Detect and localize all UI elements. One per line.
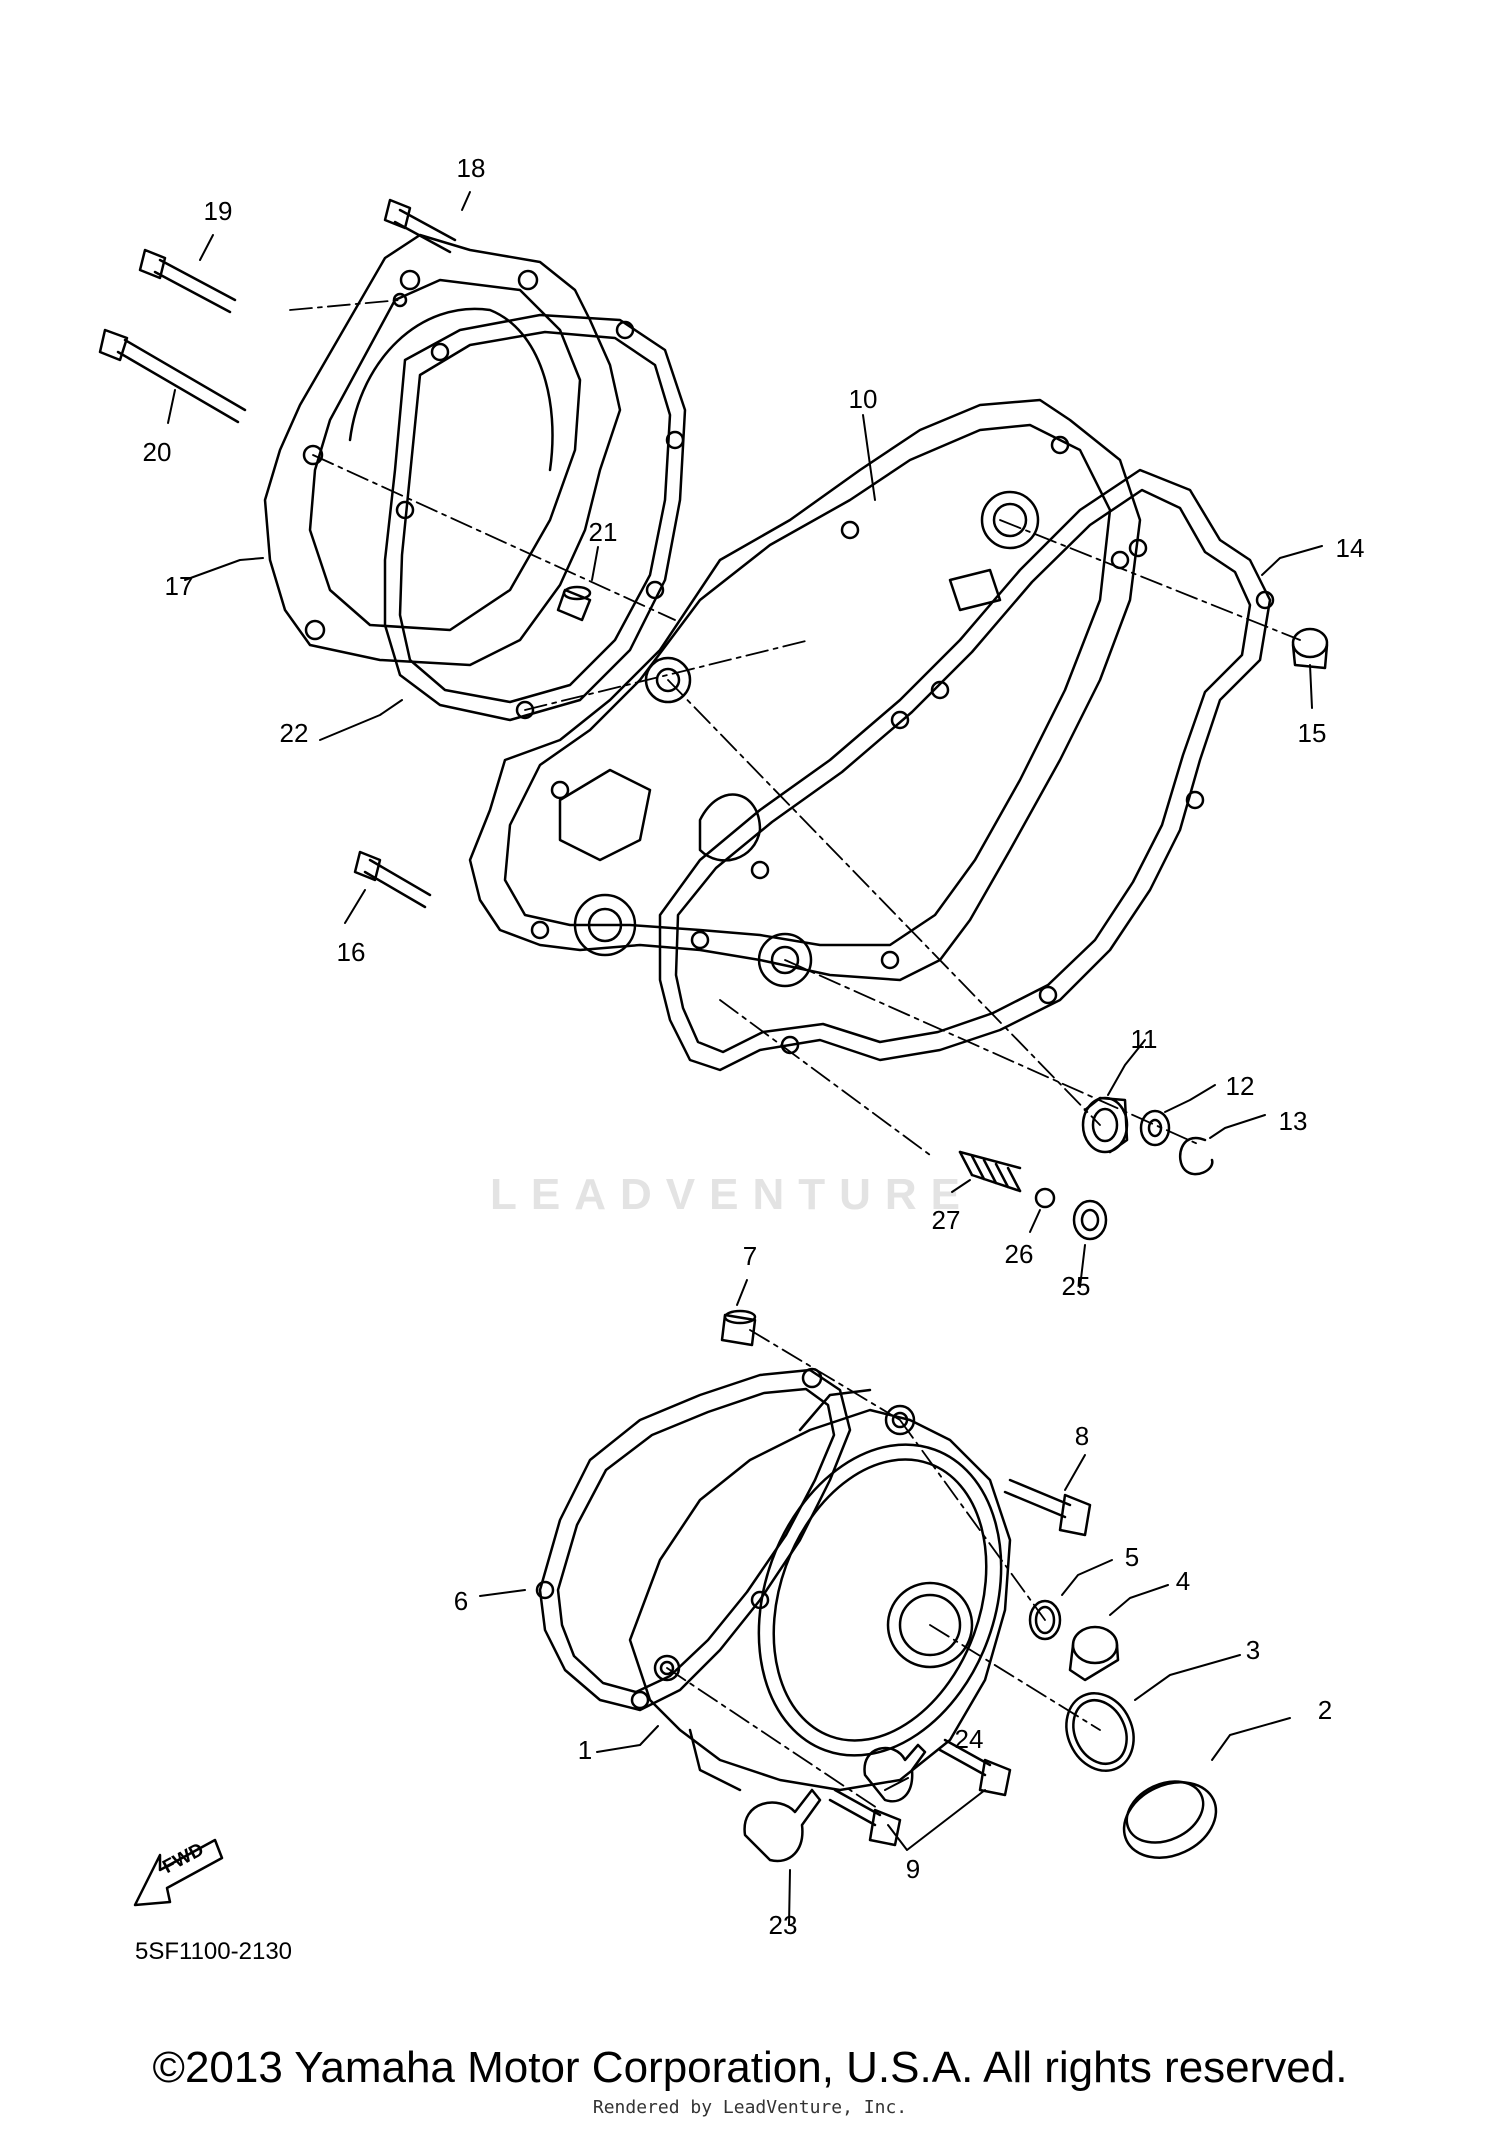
collar-25 xyxy=(1072,1199,1108,1241)
part-label-6: 6 xyxy=(453,1586,469,1616)
bolt-16 xyxy=(353,850,432,909)
part-label-9: 9 xyxy=(905,1854,921,1884)
part-label-1: 1 xyxy=(577,1735,593,1765)
fwd-arrow xyxy=(133,1838,224,1907)
bolt-18 xyxy=(383,198,457,254)
dowel-21 xyxy=(556,585,592,622)
clutch-cover-gasket-22 xyxy=(383,313,687,722)
bolts-9 xyxy=(828,1738,1012,1847)
part-label-22: 22 xyxy=(279,718,309,748)
assembly-lines xyxy=(289,299,1301,1811)
part-label-4: 4 xyxy=(1175,1566,1191,1596)
part-label-25: 25 xyxy=(1061,1271,1091,1301)
part-label-15: 15 xyxy=(1297,718,1327,748)
part-label-20: 20 xyxy=(142,437,172,467)
part-label-26: 26 xyxy=(1004,1239,1034,1269)
clamp-23 xyxy=(743,1788,822,1863)
bolt-19 xyxy=(138,248,237,314)
part-label-2: 2 xyxy=(1317,1695,1333,1725)
part-label-16: 16 xyxy=(336,937,366,967)
ball-26 xyxy=(1034,1187,1056,1209)
part-label-3: 3 xyxy=(1245,1635,1261,1665)
part-label-5: 5 xyxy=(1124,1542,1140,1572)
rendered-by-credit: Rendered by LeadVenture, Inc. xyxy=(592,2097,908,2118)
part-label-17: 17 xyxy=(164,571,194,601)
leader-lines xyxy=(167,191,1323,1926)
plug-4 xyxy=(1068,1625,1120,1682)
plug-2 xyxy=(1122,1780,1218,1859)
dowel-pin-7 xyxy=(720,1309,757,1347)
part-label-11: 11 xyxy=(1130,1024,1158,1054)
part-label-10: 10 xyxy=(848,384,878,414)
bolt-8 xyxy=(1003,1478,1092,1537)
oil-seal-11 xyxy=(1081,1096,1129,1154)
part-label-8: 8 xyxy=(1074,1421,1090,1451)
part-label-23: 23 xyxy=(768,1910,798,1940)
part-label-14: 14 xyxy=(1335,533,1365,563)
part-label-19: 19 xyxy=(203,196,233,226)
part-label-24: 24 xyxy=(954,1724,984,1754)
part-label-12: 12 xyxy=(1225,1071,1255,1101)
diagram-code: 5SF1100-2130 xyxy=(135,1938,293,1965)
generator-cover-1 xyxy=(628,1388,1012,1792)
copyright-notice: ©2013 Yamaha Motor Corporation, U.S.A. A… xyxy=(152,2043,1348,2092)
o-ring-3 xyxy=(1065,1692,1135,1772)
o-ring-5 xyxy=(1028,1599,1062,1641)
circlip-13 xyxy=(1178,1136,1214,1176)
part-label-7: 7 xyxy=(742,1241,758,1271)
clutch-cover-17 xyxy=(263,233,622,667)
part-label-27: 27 xyxy=(931,1205,961,1235)
spring-27 xyxy=(958,1150,1022,1193)
part-label-18: 18 xyxy=(456,153,486,183)
watermark: LEADVENTURE xyxy=(490,1170,975,1219)
bolt-20 xyxy=(98,328,247,424)
crankcase-gasket-14 xyxy=(658,468,1275,1072)
crankcase-cover-10 xyxy=(468,398,1142,988)
part-label-21: 21 xyxy=(588,517,618,547)
part-label-13: 13 xyxy=(1278,1106,1308,1136)
generator-cover-gasket-6 xyxy=(535,1367,852,1712)
dowel-15 xyxy=(1291,627,1329,670)
clamp-24 xyxy=(863,1743,927,1803)
washer-12 xyxy=(1139,1109,1171,1147)
